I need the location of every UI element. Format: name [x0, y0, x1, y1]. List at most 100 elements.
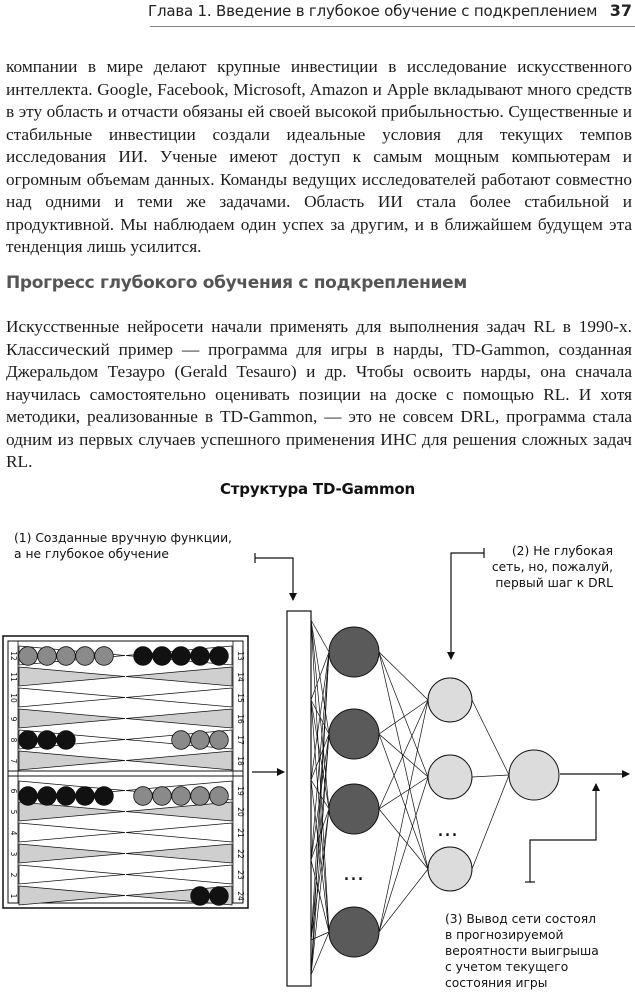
board-point-left — [18, 864, 126, 885]
annotation-3-line-1: (3) Вывод сети состоял — [445, 912, 597, 926]
annotation-handcrafted-features: (1) Созданные вручную функции, а не глуб… — [14, 530, 232, 562]
board-number: 10 — [9, 693, 18, 703]
board-point-left — [18, 843, 126, 864]
input-edge — [310, 619, 330, 810]
hidden-layer-node — [427, 677, 473, 723]
input-edge — [310, 931, 330, 976]
hidden-edge — [378, 651, 429, 870]
black-checker — [56, 730, 76, 750]
black-checker — [75, 786, 95, 806]
board-number: 21 — [236, 828, 245, 838]
board-number: 11 — [9, 672, 18, 682]
hidden-layer-node — [427, 754, 473, 800]
input-edge — [310, 733, 330, 941]
board-number: 24 — [236, 891, 245, 901]
grey-checker — [133, 786, 153, 806]
board-point-left — [18, 708, 126, 729]
input-edge — [310, 808, 330, 976]
hidden-edge — [378, 868, 429, 933]
annotation-2-line-2: сеть, но, пожалуй, — [491, 560, 613, 574]
figure-title: Структура TD-Gammon — [219, 480, 416, 498]
black-checker — [190, 646, 210, 666]
grey-checker — [209, 786, 229, 806]
input-edge — [310, 808, 330, 941]
black-checker — [94, 786, 114, 806]
annotation-3-line-4: с учетом текущего — [445, 960, 569, 974]
hidden-edge — [378, 733, 429, 870]
body-paragraph-1: компании в мире делают крупные инвестици… — [6, 57, 632, 256]
board-number: 15 — [236, 693, 245, 703]
black-checker — [56, 786, 76, 806]
input-edge — [310, 779, 330, 810]
annotation-3-line-5: состояния игры — [445, 976, 548, 990]
hidden-edge — [378, 733, 429, 778]
input-layer-ellipsis: ... — [343, 861, 364, 886]
black-checker — [190, 886, 210, 906]
board-number: 19 — [236, 786, 245, 796]
grey-checker — [152, 786, 172, 806]
grey-checker — [18, 646, 38, 666]
board-checkers — [18, 646, 229, 906]
hidden-edge — [378, 651, 429, 701]
grey-checker — [56, 646, 76, 666]
black-checker — [171, 646, 191, 666]
annotation-3-line-2: в прогнозируемой — [445, 928, 564, 942]
input-edge — [310, 859, 330, 933]
grey-checker — [209, 730, 229, 750]
grey-checker — [190, 786, 210, 806]
black-checker — [133, 646, 153, 666]
annotation-2-line-3: первый шаг к DRL — [495, 576, 613, 590]
annotation-3-line-3: вероятности выигрыша — [445, 944, 599, 958]
black-checker — [37, 730, 57, 750]
grey-checker — [171, 786, 191, 806]
annotation-3-pointer — [529, 783, 600, 882]
board-number: 12 — [9, 651, 18, 661]
hidden-edge — [378, 699, 429, 735]
board-point-left — [18, 885, 126, 906]
input-edge — [310, 733, 330, 781]
black-checker — [209, 886, 229, 906]
hidden-edge — [378, 699, 429, 933]
board-number: 20 — [236, 807, 245, 817]
annotation-2-line-1: (2) Не глубокая — [511, 544, 613, 558]
first-layer-node — [328, 906, 380, 958]
grey-checker — [94, 646, 114, 666]
body-paragraph-2: Искусственные нейросети начали применять… — [6, 317, 632, 471]
board-number: 17 — [236, 735, 245, 745]
board-number: 1 — [9, 894, 18, 899]
grey-checker — [190, 730, 210, 750]
output-edge — [471, 774, 510, 778]
board-point-right — [125, 708, 233, 729]
annotation-1-pointer — [255, 557, 297, 601]
network-connections — [310, 619, 510, 976]
grey-checker — [171, 730, 191, 750]
board-point-right — [125, 666, 233, 687]
header-rule — [150, 26, 635, 27]
board-point-left — [18, 687, 126, 708]
board-number: 22 — [236, 849, 245, 859]
hidden-edge — [378, 699, 429, 810]
network-nodes — [328, 626, 560, 958]
input-edge — [310, 619, 330, 653]
output-edge — [471, 699, 510, 776]
input-edge — [310, 699, 330, 810]
grey-checker — [37, 646, 57, 666]
hidden-edge — [378, 808, 429, 870]
board-number: 5 — [9, 810, 18, 815]
hidden-layer-node — [427, 846, 473, 892]
annotation-network-output: (3) Вывод сети состоял в прогнозируемой … — [445, 911, 599, 991]
board-inner-frame — [7, 640, 244, 904]
hidden-edge — [378, 776, 429, 810]
black-checker — [18, 786, 38, 806]
section-heading: Прогресс глубокого обучения с подкреплен… — [6, 273, 468, 293]
input-edge — [310, 779, 330, 933]
first-layer-node — [328, 708, 380, 760]
board-point-right — [125, 864, 233, 885]
first-layer-node — [328, 626, 380, 678]
input-layer-box — [286, 610, 312, 987]
board-number: 14 — [236, 672, 245, 682]
black-checker — [152, 646, 172, 666]
first-layer-node — [328, 783, 380, 835]
board-number: 8 — [9, 738, 18, 743]
